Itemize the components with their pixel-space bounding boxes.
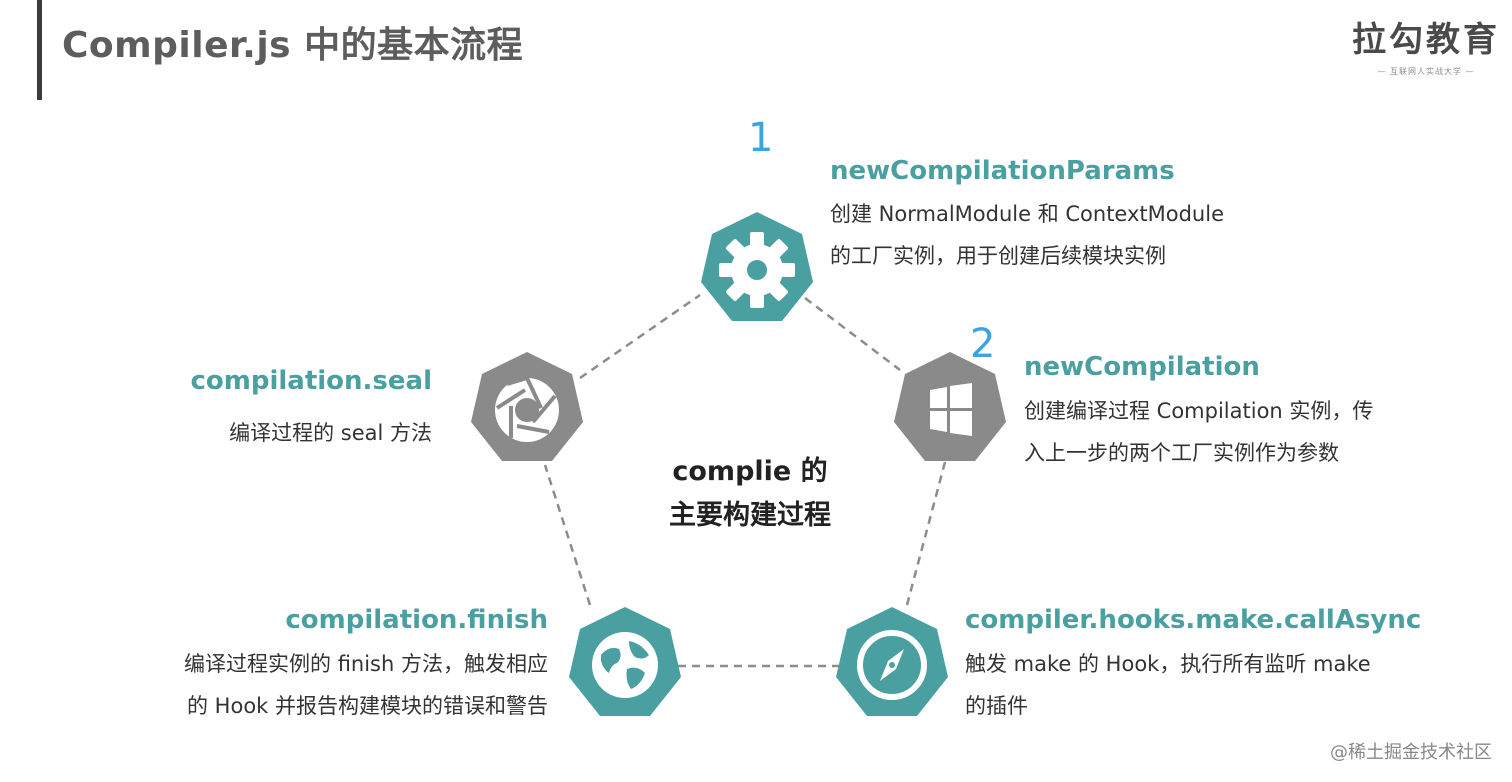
step5-heading: compilation.seal [190,366,432,396]
connector-1-2 [804,297,901,371]
center-line1: complie 的 [672,456,828,487]
step1-desc-line2: 的工厂实例，用于创建后续模块实例 [830,244,1166,268]
connector-5-1 [579,293,701,380]
step3-heading: compiler.hooks.make.callAsync [965,605,1422,635]
connector-2-3 [905,461,947,606]
step2-desc-line1: 创建编译过程 Compilation 实例，传 [1024,399,1374,423]
title-accent-bar [37,0,42,100]
step2-node [894,352,1006,461]
step4-desc-line2: 的 Hook 并报告构建模块的错误和警告 [187,694,548,718]
center-label: complie 的 主要构建过程 [640,450,860,538]
step1-heading: newCompilationParams [830,156,1175,186]
step4-desc-line1: 编译过程实例的 finish 方法，触发相应 [184,652,548,676]
center-line2: 主要构建过程 [669,500,831,531]
step2-desc-line2: 入上一步的两个工厂实例作为参数 [1024,441,1339,465]
step5-desc-line1: 编译过程的 seal 方法 [229,421,432,445]
gear-icon [719,232,795,308]
logo-text: 拉勾教育 [1352,20,1500,60]
step1-number: 1 [748,115,774,161]
step5-node [471,352,583,461]
connector-4-5 [543,464,592,606]
step2-heading: newCompilation [1024,352,1260,382]
watermark: @稀土掘金技术社区 [1330,742,1492,763]
windows-icon [930,383,972,436]
step3-desc-line1: 触发 make 的 Hook，执行所有监听 make [965,652,1371,676]
globe-icon [592,632,658,698]
brand-logo: 拉勾教育 — 互联网人实战大学 — [1348,20,1504,77]
compass-icon [857,630,927,700]
aperture-icon [495,376,559,442]
step1-node [701,212,813,321]
step2-number: 2 [970,321,996,367]
step3-desc-line2: 的插件 [965,694,1028,718]
step3-node [836,607,948,716]
page-title: Compiler.js 中的基本流程 [62,25,524,66]
step4-heading: compilation.finish [285,605,548,635]
step4-node [569,607,681,716]
step1-desc-line1: 创建 NormalModule 和 ContextModule [830,202,1224,226]
logo-tagline: — 互联网人实战大学 — [1377,67,1475,76]
